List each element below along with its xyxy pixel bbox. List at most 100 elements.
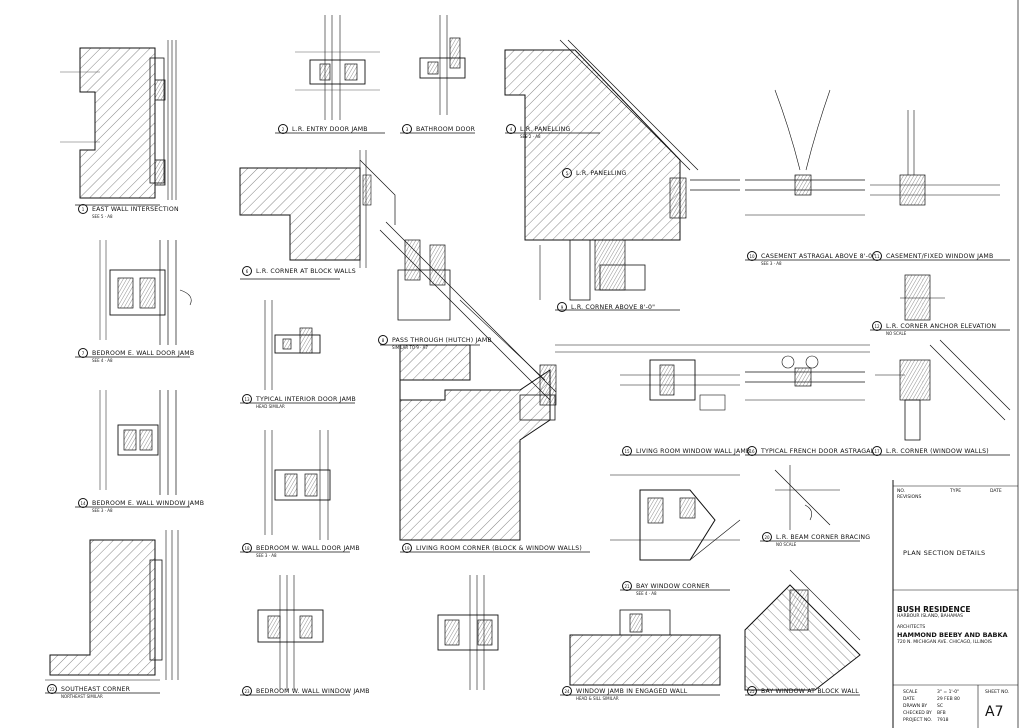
detail-title-bedroom-e-wall-window-jamb: BEDROOM E. WALL WINDOW JAMB xyxy=(92,500,205,507)
detail-title-bedroom-w-wall-window-jamb: BEDROOM W. WALL WINDOW JAMB xyxy=(256,688,370,695)
detail-title-living-room-corner: LIVING ROOM CORNER (BLOCK & WINDOW WALLS… xyxy=(416,545,582,552)
detail-lr-beam-corner-bracing xyxy=(760,465,860,542)
detail-number-bedroom-e-wall-window-jamb: 14 xyxy=(78,498,88,508)
detail-title-bay-window-at-block-wall: BAY WINDOW AT BLOCK WALL xyxy=(761,688,859,695)
detail-title-typical-french-door-astragal: TYPICAL FRENCH DOOR ASTRAGAL xyxy=(761,448,875,455)
revisions-no-label: NO. xyxy=(897,489,906,494)
detail-number-bedroom-w-wall-window-jamb: 23 xyxy=(242,686,252,696)
sheet-no-label: SHEET NO. xyxy=(985,690,1010,695)
detail-bedroom-e-wall-window-jamb xyxy=(75,390,190,508)
date-label: DATE xyxy=(903,697,915,702)
drawn-by-label: DRAWN BY xyxy=(903,704,928,709)
detail-title-east-wall-intersection: EAST WALL INTERSECTION xyxy=(92,206,179,213)
detail-title-lr-entry-door-jamb: L.R. ENTRY DOOR JAMB xyxy=(292,126,368,133)
firm-name: HAMMOND BEEBY AND BABKA xyxy=(897,631,1008,639)
detail-lr-corner-window-walls xyxy=(870,339,1011,456)
scale-label: SCALE xyxy=(903,690,918,695)
drawn-by-value: SC xyxy=(937,704,943,709)
detail-bedroom-w-wall-window-jamb xyxy=(240,575,350,696)
detail-number-bedroom-w-wall-door-jamb: 18 xyxy=(242,543,252,553)
detail-subtitle-lr-beam-corner-bracing: NO SCALE xyxy=(776,542,797,547)
revisions-type-label: TYPE xyxy=(950,489,962,494)
detail-number-lr-beam-corner-bracing: 20 xyxy=(762,532,772,542)
detail-bay-window-corner xyxy=(610,474,741,591)
detail-title-casement-astragal: CASEMENT ASTRAGAL ABOVE 8'-0" xyxy=(761,253,876,260)
title-block-frame xyxy=(892,480,1018,728)
detail-lr-corner-above xyxy=(539,239,680,311)
revisions-label: REVISIONS xyxy=(897,495,922,500)
detail-title-living-room-window-wall-jamb: LIVING ROOM WINDOW WALL JAMB xyxy=(636,448,751,455)
detail-subtitle-pass-through-hutch-jamb: SIMILAR TO 9 · A7 xyxy=(392,345,428,350)
detail-subtitle-southeast-corner: NORTHEAST SIMILAR xyxy=(61,694,103,699)
detail-casement-fixed-window-jamb xyxy=(870,110,1010,261)
detail-subtitle-lr-corner-anchor-elevation: NO SCALE xyxy=(886,331,907,336)
detail-window-jamb-in-engaged-wall xyxy=(437,575,721,696)
architects-label: ARCHITECTS xyxy=(897,625,926,630)
detail-lr-corner-at-block-walls xyxy=(239,150,396,280)
detail-title-lr-corner-anchor-elevation: L.R. CORNER ANCHOR ELEVATION xyxy=(886,323,997,330)
detail-title-pass-through-hutch-jamb: PASS THROUGH (HUTCH) JAMB xyxy=(392,337,492,344)
detail-number-casement-fixed-window-jamb: 11 xyxy=(872,251,882,261)
detail-east-wall-intersection xyxy=(60,40,177,206)
date-value: 29 FEB 80 xyxy=(937,697,960,702)
detail-number-lr-corner-above: 9 xyxy=(557,302,567,312)
detail-bedroom-e-wall-door-jamb xyxy=(75,240,192,358)
detail-number-living-room-corner: 19 xyxy=(402,543,412,553)
detail-subtitle-lr-panelling-top: SEE 2 · A8 xyxy=(520,134,541,139)
detail-title-casement-fixed-window-jamb: CASEMENT/FIXED WINDOW JAMB xyxy=(886,253,994,260)
project-no-label: PROJECT NO. xyxy=(903,718,933,723)
detail-subtitle-bedroom-w-wall-door-jamb: SEE 3 · A8 xyxy=(256,553,277,558)
revisions-date-label: DATE xyxy=(990,489,1002,494)
detail-lr-corner-anchor-elevation xyxy=(870,274,1010,331)
detail-subtitle-bedroom-e-wall-door-jamb: SEE 4 · A8 xyxy=(92,358,113,363)
detail-title-lr-panelling: L.R. PANELLING xyxy=(576,170,627,177)
detail-subtitle-casement-astragal: SEE 3 · A8 xyxy=(761,261,782,266)
detail-pass-through-hutch-jamb xyxy=(379,221,557,401)
detail-lr-entry-door-jamb xyxy=(275,15,385,134)
detail-living-room-corner xyxy=(399,299,870,553)
detail-title-lr-corner-window-walls: L.R. CORNER (WINDOW WALLS) xyxy=(886,448,989,455)
detail-title-lr-corner-above: L.R. CORNER ABOVE 8'-0" xyxy=(571,304,656,311)
detail-title-typical-interior-door-jamb: TYPICAL INTERIOR DOOR JAMB xyxy=(256,396,356,403)
detail-number-southeast-corner: 22 xyxy=(47,684,57,694)
sheet-number: A7 xyxy=(985,704,1004,720)
detail-title-lr-corner-at-block-walls: L.R. CORNER AT BLOCK WALLS xyxy=(256,268,356,275)
project-no-value: 7918 xyxy=(937,718,949,723)
detail-subtitle-window-jamb-in-engaged-wall: HEAD & SILL SIMILAR xyxy=(576,696,619,701)
detail-number-living-room-window-wall-jamb: 15 xyxy=(622,446,632,456)
detail-southeast-corner xyxy=(45,530,179,694)
detail-subtitle-east-wall-intersection: SEE 5 · A8 xyxy=(92,214,113,219)
detail-bathroom-door xyxy=(400,15,475,134)
detail-subtitle-bay-window-corner: SEE 4 · A8 xyxy=(636,591,657,596)
detail-number-bathroom-door: 3 xyxy=(402,124,412,134)
sheet-title: PLAN SECTION DETAILS xyxy=(903,549,986,557)
detail-number-typical-interior-door-jamb: 13 xyxy=(242,394,252,404)
project-name: BUSH RESIDENCE xyxy=(897,605,971,614)
scale-value: 3" = 1'-0" xyxy=(937,690,960,695)
detail-title-southeast-corner: SOUTHEAST CORNER xyxy=(61,686,131,693)
detail-title-lr-beam-corner-bracing: L.R. BEAM CORNER BRACING xyxy=(776,534,871,541)
detail-bay-window-at-block-wall xyxy=(744,569,861,696)
project-location: HARBOUR ISLAND, BAHAMAS xyxy=(897,614,963,619)
detail-casement-astragal xyxy=(745,89,870,261)
detail-number-lr-panelling-top: 4 xyxy=(506,124,516,134)
detail-typical-french-door-astragal xyxy=(745,355,870,456)
detail-title-bathroom-door: BATHROOM DOOR xyxy=(416,126,476,133)
detail-number-lr-entry-door-jamb: 2 xyxy=(278,124,288,134)
detail-bedroom-w-wall-door-jamb xyxy=(240,430,350,553)
detail-subtitle-typical-interior-door-jamb: HEAD SIMILAR xyxy=(256,404,285,409)
detail-living-room-window-wall-jamb xyxy=(620,359,740,456)
detail-number-lr-corner-window-walls: 17 xyxy=(872,446,882,456)
detail-number-east-wall-intersection: 1 xyxy=(78,204,88,214)
detail-number-bay-window-corner: 21 xyxy=(622,581,632,591)
detail-typical-interior-door-jamb xyxy=(240,300,355,404)
detail-title-bedroom-e-wall-door-jamb: BEDROOM E. WALL DOOR JAMB xyxy=(92,350,195,357)
detail-title-lr-panelling-top: L.R. PANELLING xyxy=(520,126,571,133)
detail-subtitle-bedroom-e-wall-window-jamb: SEE 3 · A8 xyxy=(92,508,113,513)
firm-address: 720 N. MICHIGAN AVE. CHICAGO, ILLINOIS xyxy=(897,640,992,645)
detail-lr-panelling-top xyxy=(504,39,740,241)
detail-number-lr-corner-at-block-walls: 6 xyxy=(242,266,252,276)
detail-number-lr-corner-anchor-elevation: 12 xyxy=(872,321,882,331)
checked-by-label: CHECKED BY xyxy=(903,711,932,716)
detail-title-bay-window-corner: BAY WINDOW CORNER xyxy=(636,583,710,590)
